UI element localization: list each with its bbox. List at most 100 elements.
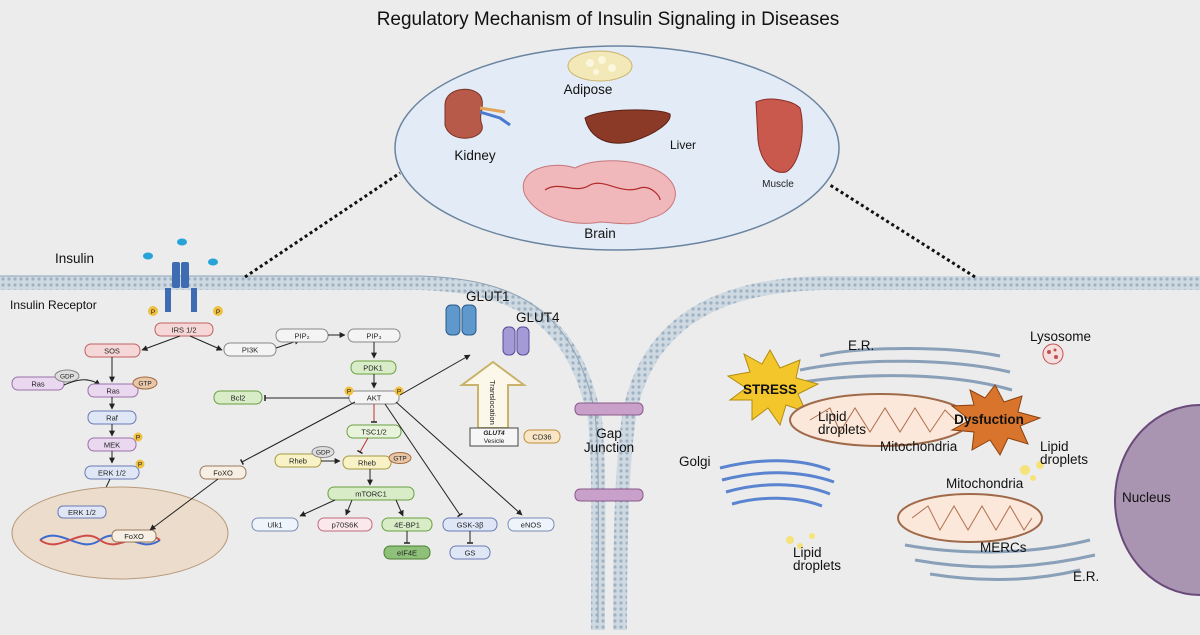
glut1-label: GLUT1 xyxy=(466,289,510,304)
mitochondria-bottom-icon xyxy=(897,493,1043,543)
node-akt: AKT P P xyxy=(344,386,404,405)
lipid-droplets-1-label-a: Lipid xyxy=(818,409,847,424)
node-ras-gtp: Ras GTP xyxy=(87,376,158,398)
insulin-receptor-label: Insulin Receptor xyxy=(10,298,97,312)
inhibit-akt-gsk xyxy=(384,403,463,518)
svg-text:P: P xyxy=(347,389,351,396)
node-erk: ERK 1/2 P xyxy=(84,459,145,480)
lipid-droplets-2-label-b: droplets xyxy=(1040,452,1088,467)
glut4-label: GLUT4 xyxy=(516,310,560,325)
insulin-molecules xyxy=(143,238,218,266)
node-pip3: PIP₃ xyxy=(347,328,401,343)
lysosome-icon xyxy=(1042,343,1064,365)
svg-text:AKT: AKT xyxy=(367,394,382,403)
node-pip2: PIP₂ xyxy=(275,328,329,343)
node-pdk1: PDK1 xyxy=(350,360,397,375)
connector-right xyxy=(829,183,976,279)
svg-text:MEK: MEK xyxy=(104,441,120,450)
svg-text:eIF4E: eIF4E xyxy=(397,549,417,558)
arrow-foxo-nucleus xyxy=(149,478,219,531)
svg-text:PI3K: PI3K xyxy=(242,346,258,355)
svg-text:ERK 1/2: ERK 1/2 xyxy=(98,469,126,478)
svg-text:GTP: GTP xyxy=(138,381,151,388)
arrow-mtorc1-ulk1 xyxy=(299,499,336,517)
svg-text:P: P xyxy=(136,435,140,442)
arrow-mtorc1-4ebp1 xyxy=(395,499,404,517)
arrow-irs-sos xyxy=(141,335,181,351)
connector-left xyxy=(244,171,401,279)
organ-label-muscle: Muscle xyxy=(762,179,794,190)
arrow-akt-enos xyxy=(395,401,523,516)
node-tsc: TSC1/2 xyxy=(346,424,402,439)
inhibit-akt-foxo xyxy=(239,401,356,466)
svg-text:mTORC1: mTORC1 xyxy=(355,490,387,499)
svg-text:Vesicle: Vesicle xyxy=(484,438,505,445)
er-top-icon xyxy=(789,347,1013,392)
svg-text:p70S6K: p70S6K xyxy=(332,521,359,530)
node-cd36: CD36 xyxy=(523,429,561,444)
er-bottom-icon xyxy=(904,538,1096,582)
svg-text:Bcl2: Bcl2 xyxy=(231,394,246,403)
right-cell-membrane xyxy=(613,276,1200,631)
svg-text:GSK-3β: GSK-3β xyxy=(457,521,485,530)
svg-text:GTP: GTP xyxy=(393,456,406,463)
er-bottom-label: E.R. xyxy=(1073,569,1099,584)
node-rheb-gtp: Rheb GTP xyxy=(342,452,412,470)
node-foxo: FoXO xyxy=(199,465,247,480)
svg-text:P: P xyxy=(151,309,155,316)
mitochondria-2-label: Mitochondria xyxy=(946,476,1024,491)
organ-panel: Adipose Kidney Liver Muscle Brain xyxy=(394,45,840,251)
node-bcl2: Bcl2 xyxy=(213,390,263,405)
gap-junction-label-2: Junction xyxy=(584,440,634,455)
translocation-arrow: Translocation xyxy=(458,360,528,429)
svg-text:eNOS: eNOS xyxy=(521,521,541,530)
svg-text:TSC1/2: TSC1/2 xyxy=(361,428,386,437)
node-p70s6k: p70S6K xyxy=(317,517,373,532)
node-gs: GS xyxy=(449,545,491,560)
gap-junction-channels xyxy=(574,402,644,502)
muscle-icon xyxy=(755,98,803,173)
svg-text:PDK1: PDK1 xyxy=(363,364,383,373)
node-sos: SOS xyxy=(84,343,141,358)
dysfunction-label: Dysfuction xyxy=(954,412,1024,427)
diagram-title: Regulatory Mechanism of Insulin Signalin… xyxy=(377,9,840,30)
svg-text:FoXO: FoXO xyxy=(213,469,233,478)
arrow-mtorc1-p70s6k xyxy=(345,499,353,516)
insulin-label: Insulin xyxy=(55,251,94,266)
left-nucleus: ERK 1/2 FoXO xyxy=(11,486,229,580)
mercs-label: MERCs xyxy=(980,540,1027,555)
inhibit-tsc-rheb xyxy=(357,437,369,455)
gap-junction-label-1: Gap xyxy=(596,426,622,441)
svg-text:Rheb: Rheb xyxy=(289,457,307,466)
translocation-label: Translocation xyxy=(488,380,497,425)
node-irs: IRS 1/2 xyxy=(154,322,214,337)
glut4-transporter xyxy=(502,326,530,356)
mitochondria-top-icon xyxy=(789,393,971,447)
svg-text:Ras: Ras xyxy=(31,380,45,389)
mitochondria-1-label: Mitochondria xyxy=(880,439,958,454)
nucleus-foxo-label: FoXO xyxy=(124,532,144,541)
node-4ebp1: 4E-BP1 xyxy=(381,517,433,532)
nucleus-label: Nucleus xyxy=(1122,490,1171,505)
node-eif4e: eIF4E xyxy=(383,545,431,560)
dysfunction-burst xyxy=(950,384,1042,457)
node-ras-gdp: Ras GDP xyxy=(11,369,80,391)
svg-text:P: P xyxy=(138,462,142,469)
kidney-icon xyxy=(444,88,483,139)
organ-label-brain: Brain xyxy=(584,226,616,241)
svg-text:Ras: Ras xyxy=(106,387,120,396)
arrow-akt-glut4 xyxy=(399,354,471,396)
nucleus-erk-label: ERK 1/2 xyxy=(68,508,96,517)
svg-text:GDP: GDP xyxy=(316,450,330,457)
svg-text:Rheb: Rheb xyxy=(358,459,376,468)
stress-label: STRESS xyxy=(743,382,797,397)
svg-text:4E-BP1: 4E-BP1 xyxy=(394,521,420,530)
node-enos: eNOS xyxy=(507,517,555,532)
node-mtorc1: mTORC1 xyxy=(327,486,415,501)
node-mek: MEK P xyxy=(87,432,143,452)
svg-text:PIP₃: PIP₃ xyxy=(366,332,381,341)
svg-text:GLUT4: GLUT4 xyxy=(483,430,505,437)
svg-text:GS: GS xyxy=(465,549,476,558)
